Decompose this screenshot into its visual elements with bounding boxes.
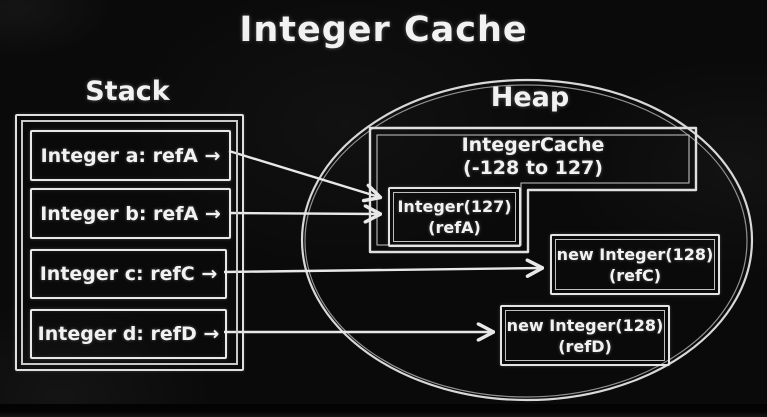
- cached-integer-ref: (refA): [428, 218, 481, 237]
- cached-integer-value: Integer(127): [397, 197, 512, 216]
- arrow-b-to-cached-integer: [228, 213, 379, 214]
- diagram-title: Integer Cache: [239, 10, 528, 50]
- integer-cache-range: (-128 to 127): [463, 157, 603, 179]
- stack-item-c-label: Integer c: refC →: [39, 263, 218, 285]
- new-integer-refc-value: new Integer(128): [556, 244, 714, 264]
- stack-item-b-label: Integer b: refA →: [40, 202, 221, 225]
- stack-item-d: Integer d: refD →: [30, 309, 227, 359]
- new-integer-refc-box: new Integer(128) (refC): [550, 234, 720, 295]
- new-integer-refd-ref: (refD): [558, 336, 612, 356]
- bottom-edge-strip: [0, 404, 767, 417]
- new-integer-refd-value: new Integer(128): [506, 315, 664, 335]
- stack-item-a-label: Integer a: refA →: [40, 144, 221, 167]
- arrow-a-to-cached-integer: [228, 149, 379, 197]
- stack-item-d-label: Integer d: refD →: [37, 323, 220, 345]
- integer-cache-name: IntegerCache: [461, 134, 605, 156]
- cached-integer-box: Integer(127) (refA): [388, 187, 521, 247]
- stack-section-label: Stack: [85, 76, 170, 107]
- heap-section-label: Heap: [490, 82, 570, 113]
- new-integer-refd-box: new Integer(128) (refD): [500, 305, 670, 366]
- stack-item-c: Integer c: refC →: [30, 249, 227, 299]
- arrow-c-to-new-integer-refc: [223, 268, 541, 272]
- stack-frame: [15, 114, 244, 371]
- stack-item-a: Integer a: refA →: [30, 130, 231, 181]
- integer-cache-caption: IntegerCache (-128 to 127): [372, 134, 694, 180]
- stack-item-b: Integer b: refA →: [30, 188, 231, 239]
- new-integer-refc-ref: (refC): [608, 265, 662, 285]
